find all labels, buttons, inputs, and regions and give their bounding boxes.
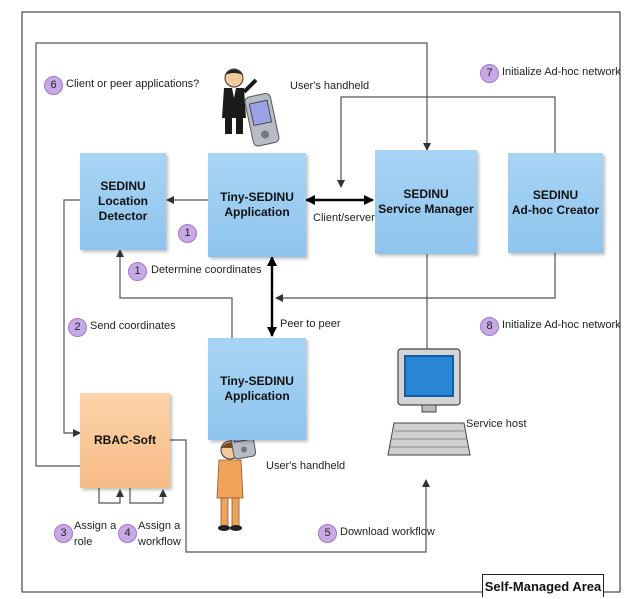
step-badge-5: 5 — [318, 524, 337, 543]
location-detector-box: SEDINU Location Detector — [80, 153, 166, 250]
flow-line-1b — [116, 249, 233, 338]
handheld-icon — [244, 93, 280, 147]
box-line: Application — [224, 205, 290, 219]
box-line: SEDINU — [403, 187, 449, 201]
client-server-label: Client/server — [313, 212, 375, 224]
step-badge-4: 4 — [118, 524, 137, 543]
self-managed-area-label: Self-Managed Area — [482, 574, 604, 597]
step-badge-7: 7 — [480, 64, 499, 83]
area-label-text: Self-Managed Area — [484, 578, 602, 594]
box-line: Service Manager — [378, 202, 474, 216]
service-manager-box: SEDINU Service Manager — [375, 150, 477, 254]
step-text-7: Initialize Ad-hoc network — [502, 66, 621, 78]
rbac-soft-box: RBAC-Soft — [80, 393, 170, 488]
step-badge-1b: 1 — [128, 262, 147, 281]
step-text-8: Initialize Ad-hoc network — [502, 319, 621, 331]
flow-line-7 — [337, 96, 556, 188]
step-text-4-line2: workflow — [138, 536, 181, 548]
step-badge-2: 2 — [68, 318, 87, 337]
step-text-2: Send coordinates — [90, 320, 176, 332]
step-text-4-line1: Assign a — [138, 520, 181, 532]
users-handheld-bottom-label: User's handheld — [266, 460, 346, 472]
box-line: Tiny-SEDINU — [220, 374, 294, 388]
tiny-app-top-box: Tiny-SEDINU Application — [208, 153, 306, 257]
step-text-5: Download workflow — [340, 526, 435, 538]
flow-line-6 — [35, 42, 431, 467]
users-handheld-top-label: User's handheld — [290, 80, 370, 92]
flow-line-4 — [129, 488, 167, 504]
flow-line-8 — [275, 253, 556, 302]
tiny-app-bottom-box: Tiny-SEDINU Application — [208, 338, 306, 440]
box-line: RBAC-Soft — [94, 433, 156, 447]
step-text-3-line1: Assign a — [74, 520, 117, 532]
service-host-label: Service host — [466, 418, 527, 430]
peer-to-peer-label: Peer to peer — [280, 318, 341, 330]
box-line: Application — [224, 389, 290, 403]
box-line: Ad-hoc Creator — [511, 203, 600, 217]
step-text-6: Client or peer applications? — [66, 78, 200, 90]
step-text-3-line2: role — [74, 536, 93, 548]
self-managed-area-frame — [21, 11, 621, 593]
person-icon — [222, 68, 258, 134]
box-line: Tiny-SEDINU — [220, 190, 294, 204]
box-line: SEDINU — [532, 188, 579, 202]
flow-line-3 — [98, 488, 124, 504]
box-line: Location — [98, 194, 148, 208]
box-line: Detector — [98, 209, 148, 223]
step-badge-3: 3 — [54, 524, 73, 543]
step-badge-1a: 1 — [178, 224, 197, 243]
adhoc-creator-box: SEDINU Ad-hoc Creator — [508, 153, 603, 253]
step-badge-8: 8 — [480, 317, 499, 336]
step-badge-6: 6 — [44, 76, 63, 95]
step-text-1b: Determine coordinates — [151, 264, 262, 276]
flow-line-2 — [63, 199, 81, 437]
flow-line-5 — [170, 439, 430, 553]
box-line: SEDINU — [100, 179, 146, 193]
computer-icon — [387, 348, 471, 456]
